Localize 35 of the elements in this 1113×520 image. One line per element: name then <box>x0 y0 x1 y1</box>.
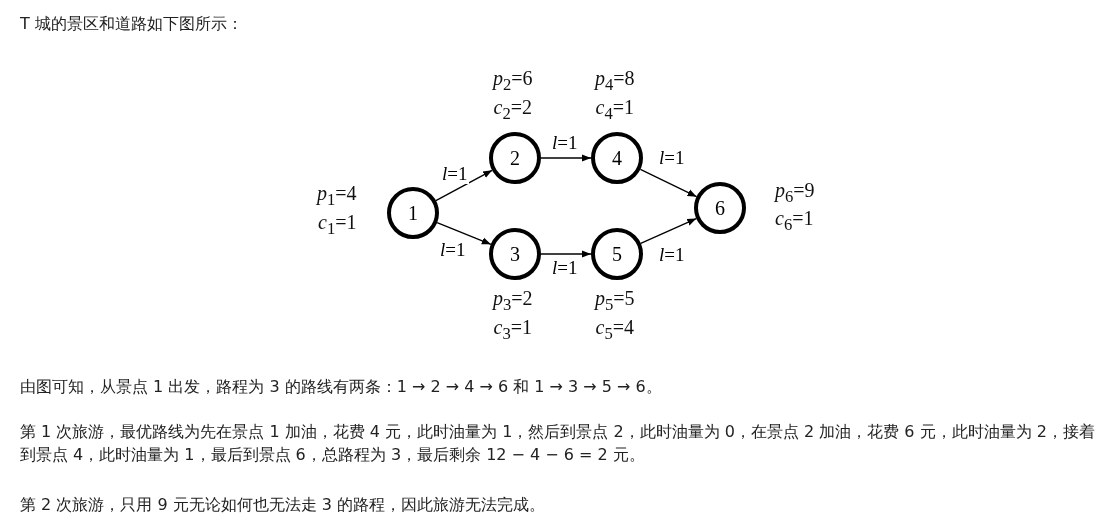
arrow <box>435 169 493 202</box>
circle-node <box>387 187 439 239</box>
intro-text: T 城的景区和道路如下图所示： <box>20 13 244 35</box>
node-number: 4 <box>612 148 622 168</box>
node-annotation: c$_{1}$=1 <box>318 211 357 240</box>
node-annotation: p$_{6}$=9 <box>775 179 815 208</box>
node-number: 1 <box>408 203 418 223</box>
circle-node <box>591 132 643 184</box>
node-annotation: c$_{5}$=4 <box>595 316 634 345</box>
circle-node <box>489 132 541 184</box>
arrow <box>540 154 592 162</box>
node-annotation: c$_{4}$=1 <box>595 96 634 125</box>
node-annotation: p$_{2}$=6 <box>493 67 533 96</box>
node-annotation: p$_{1}$=4 <box>317 182 357 211</box>
explanation-text: 第 2 次旅游，只用 9 元无论如何也无法走 3 的路程，因此旅游无法完成。 <box>20 494 547 516</box>
arrow <box>640 217 697 245</box>
arrow <box>639 168 698 198</box>
circle-node <box>694 182 746 234</box>
node-number: 6 <box>715 198 725 218</box>
node-number: 2 <box>510 148 520 168</box>
node-annotation: p$_{4}$=8 <box>595 67 635 96</box>
edge-label: l=1 <box>441 164 469 184</box>
node-annotation: c$_{2}$=2 <box>493 96 532 125</box>
circle-node <box>591 228 643 280</box>
node-annotation: c$_{3}$=1 <box>493 316 532 345</box>
node-number: 3 <box>510 244 520 264</box>
node-annotation: p$_{3}$=2 <box>493 287 533 316</box>
node-annotation: c$_{6}$=1 <box>775 207 814 236</box>
node-number: 5 <box>612 244 622 264</box>
circle-node <box>489 228 541 280</box>
explanation-text: 第 1 次旅游，最优路线为先在景点 1 加油，花费 4 元，此时油量为 1，然后到景点 2，此时油量为 0，在景点 2 加油，花费 6 元，此时油量为 2，接着到景点 4，此时油量为 1，最后到景点 6，总路程为 3，最后剩余 12 − 4 − 6 = 2 元。 <box>20 421 1095 466</box>
explanation-text: 由图可知，从景点 1 出发，路程为 3 的路线有两条：1 → 2 → 4 → 6 和 1 → 3 → 5 → 6。 <box>20 376 663 398</box>
node-annotation: p$_{5}$=5 <box>595 287 635 316</box>
arrow <box>436 222 492 245</box>
arrow <box>540 250 592 258</box>
